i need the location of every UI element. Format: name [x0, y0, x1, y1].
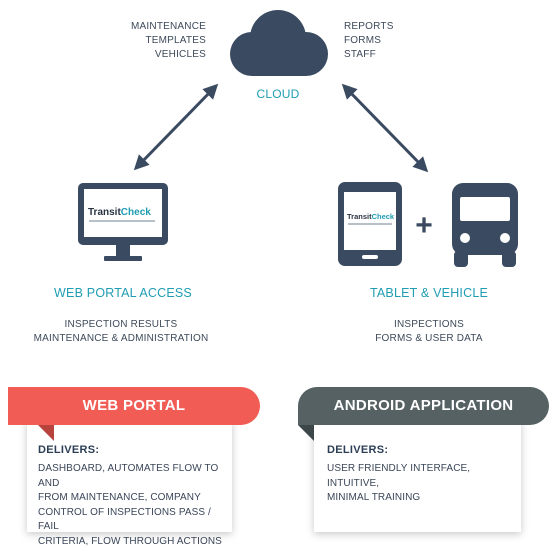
android-app-delivers-label: DELIVERS: — [327, 444, 388, 456]
web-portal-body-line: CONTROL OF INSPECTIONS PASS / FAIL — [38, 506, 230, 535]
web-access-list: INSPECTION RESULTS MAINTENANCE & ADMINIS… — [28, 318, 214, 346]
plus-sign: + — [411, 211, 437, 241]
web-portal-body-line: CRITERIA, FLOW THROUGH ACTIONS — [38, 535, 230, 549]
web-portal-body-line: DASHBOARD, AUTOMATES FLOW TO AND — [38, 462, 230, 491]
web-portal-delivers-label: DELIVERS: — [38, 444, 99, 456]
web-portal-card: DELIVERS: DASHBOARD, AUTOMATES FLOW TO A… — [27, 420, 232, 532]
tablet-vehicle-list: INSPECTIONS FORMS & USER DATA — [344, 318, 514, 346]
tablet-vehicle-item: INSPECTIONS — [344, 318, 514, 332]
tablet-vehicle-item: FORMS & USER DATA — [344, 332, 514, 346]
bus-icon — [448, 183, 522, 269]
android-app-body: USER FRIENDLY INTERFACE, INTUITIVE, MINI… — [327, 462, 519, 506]
monitor-icon: TransitCheck — [78, 183, 168, 265]
web-portal-ribbon-fold — [38, 425, 54, 441]
left-sync-arrow — [138, 88, 214, 166]
transitcheck-logo: TransitCheck — [88, 207, 151, 218]
android-app-card: DELIVERS: USER FRIENDLY INTERFACE, INTUI… — [314, 420, 521, 532]
tablet-icon: TransitCheck — [338, 182, 402, 266]
android-app-ribbon: ANDROID APPLICATION — [298, 387, 549, 425]
right-sync-arrow — [346, 88, 424, 168]
web-access-item: INSPECTION RESULTS — [28, 318, 214, 332]
android-app-body-line: MINIMAL TRAINING — [327, 491, 519, 506]
transitcheck-logo: TransitCheck — [347, 212, 394, 221]
tablet-vehicle-title: TABLET & VEHICLE — [344, 286, 514, 300]
android-app-ribbon-fold — [298, 425, 314, 441]
web-portal-body-line: FROM MAINTENANCE, COMPANY — [38, 491, 230, 506]
web-access-item: MAINTENANCE & ADMINISTRATION — [28, 332, 214, 346]
web-access-title: WEB PORTAL ACCESS — [40, 286, 206, 300]
android-app-body-line: USER FRIENDLY INTERFACE, INTUITIVE, — [327, 462, 519, 491]
web-portal-body: DASHBOARD, AUTOMATES FLOW TO AND FROM MA… — [38, 462, 230, 549]
web-portal-ribbon: WEB PORTAL — [8, 387, 260, 425]
